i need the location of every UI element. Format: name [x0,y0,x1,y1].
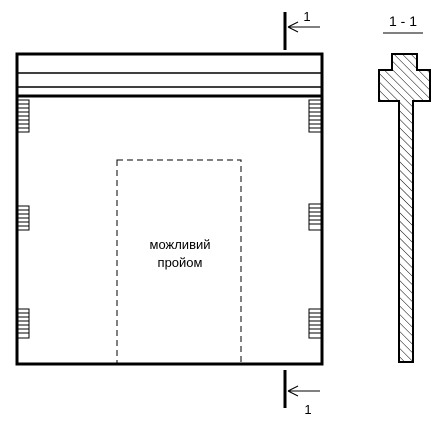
section-cut-marker-top: 1 [283,9,320,50]
opening-label-line2: пройом [158,255,203,270]
section-title: 1 - 1 [389,13,417,29]
connection-pad-left-top [16,99,30,133]
section-profile [378,53,431,363]
section-view: 1 - 1 [378,13,431,363]
panel-outline [15,52,324,366]
possible-opening-outline [116,159,242,365]
panel-elevation: можливий пройом [15,52,324,366]
section-marker-bottom-label: 1 [304,402,311,417]
opening-label-line1: можливий [150,237,211,252]
section-cut-marker-bottom: 1 [283,370,320,417]
section-marker-top-label: 1 [303,9,310,24]
connection-pad-right-middle [308,203,323,231]
connection-pad-right-top [308,99,323,133]
connection-pad-left-bottom [16,308,30,339]
connection-pad-left-middle [16,205,30,231]
connection-pad-right-bottom [308,308,323,339]
